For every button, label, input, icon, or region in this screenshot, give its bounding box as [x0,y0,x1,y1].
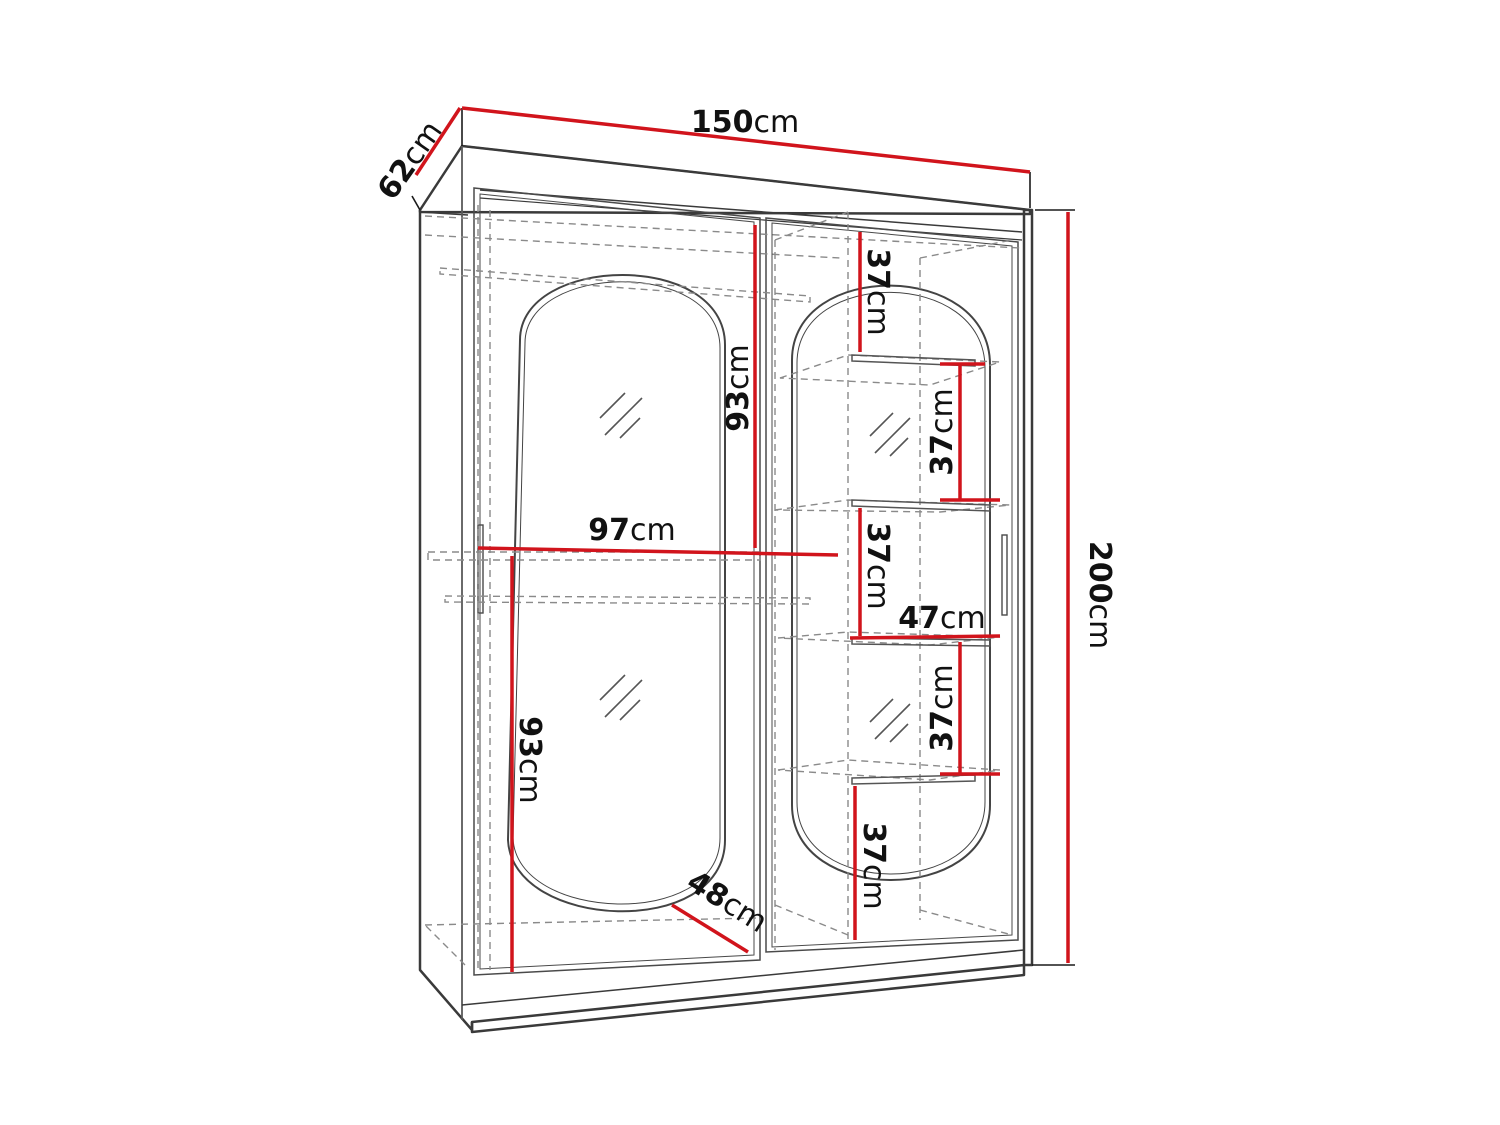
left-mirror [506,274,726,913]
shelf-4-label: 37cm [925,664,960,751]
top-panel [418,144,1032,216]
depth-label: 62cm [371,115,450,207]
shelf-width-line [849,634,1001,640]
width-label: 150cm [691,105,799,140]
shelf-1-label: 37cm [860,248,895,335]
shelf-5-label: 37cm [856,822,891,909]
hanging-width-line [477,546,839,557]
inner-depth-line [671,903,749,954]
left-door [473,187,761,976]
dimension-labels: 62cm 150cm 200cm 93cm 93cm 97cm 48cm 37c… [371,105,1117,940]
width-line [461,106,1031,174]
hanging-width-label: 97cm [588,513,675,548]
right-mirror [791,284,991,881]
interior-dashed [424,205,1021,972]
right-shelves [851,354,991,785]
mirror-glare-icon [599,392,911,743]
right-door-handle [1001,534,1008,616]
right-door [765,217,1019,953]
lower-left-label: 93cm [512,716,547,803]
exterior-dimensions [411,108,1075,966]
plinth [470,963,1026,1034]
shelf-3-label: 37cm [860,522,895,609]
dimension-lines-red [414,106,1070,972]
left-side-panel [418,210,474,1032]
shelf-width-label: 47cm [898,601,985,636]
depth-line [414,107,462,176]
shelf-2-label: 37cm [925,388,960,475]
right-side-panel [1022,208,1034,967]
upper-left-label: 93cm [721,344,756,431]
height-label: 200cm [1082,541,1117,649]
